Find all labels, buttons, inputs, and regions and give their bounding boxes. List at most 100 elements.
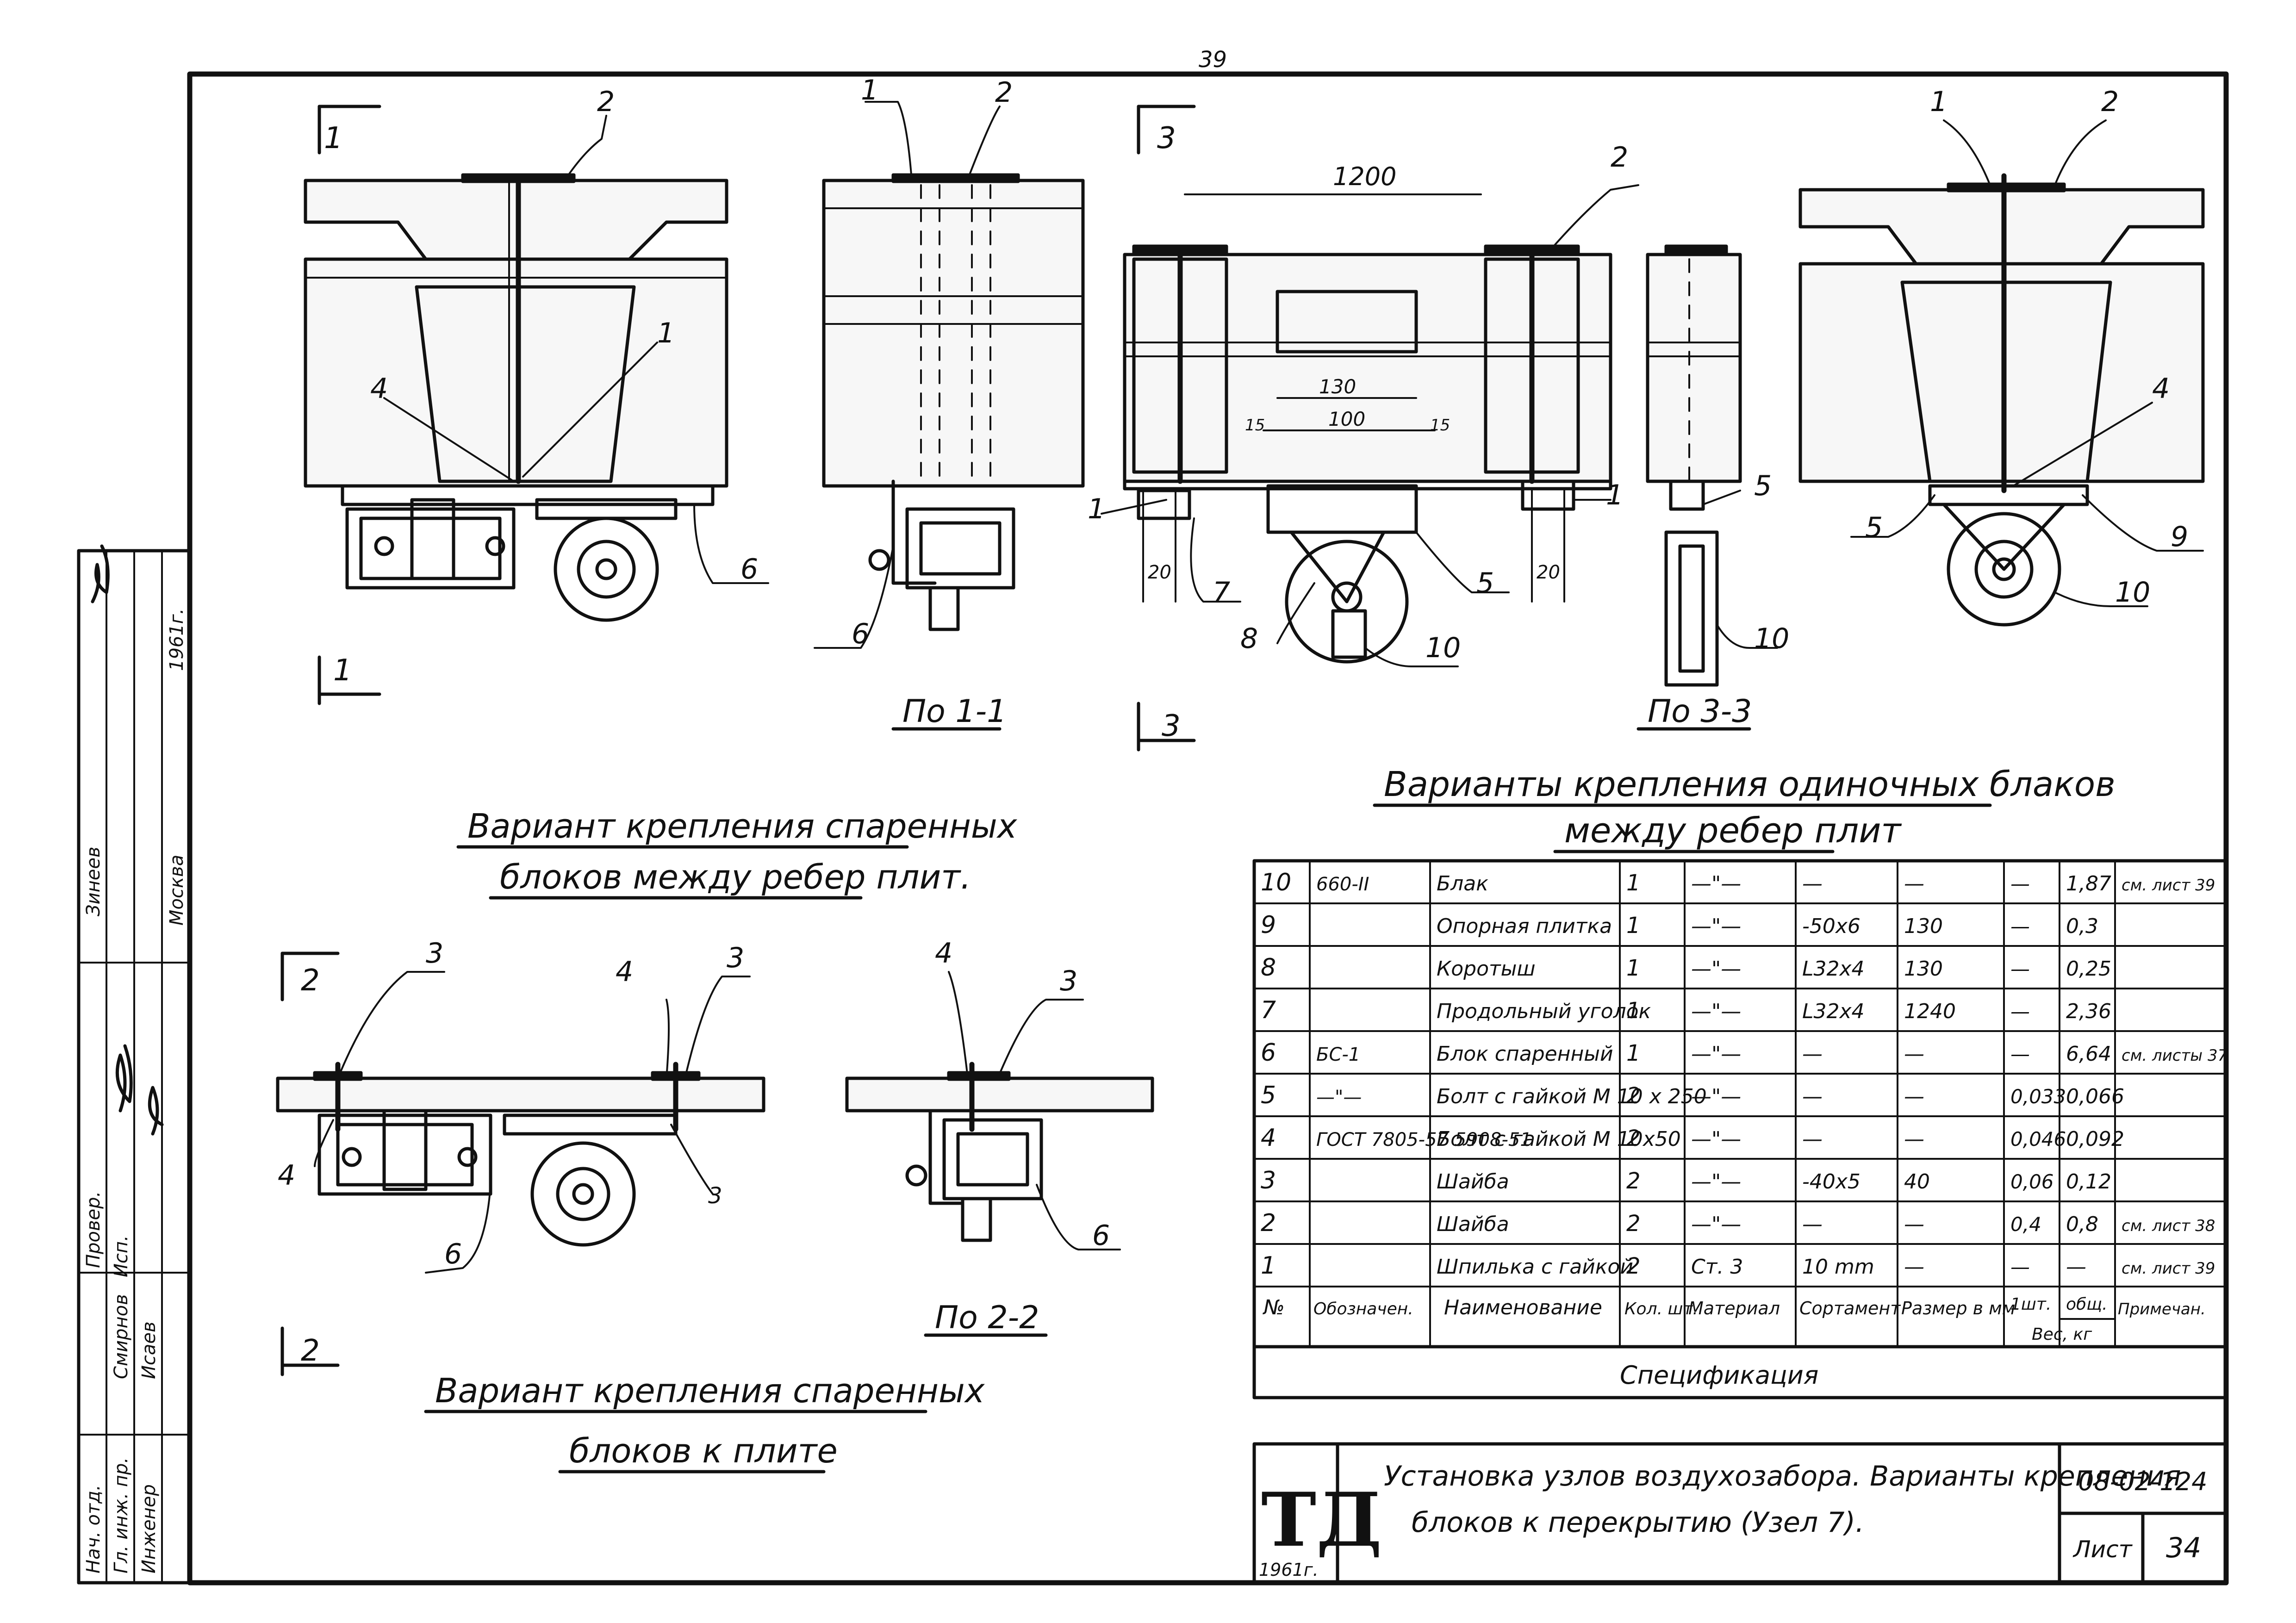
dimension-label: 20 bbox=[1148, 562, 1171, 583]
table-cell-size: — bbox=[1904, 872, 1924, 895]
view-section-1-1: 1 2 6 По 1-1 bbox=[814, 74, 1085, 731]
table-cell-wt: 1,87 bbox=[2066, 872, 2111, 895]
table-cell-material: —"— bbox=[1691, 1000, 1741, 1023]
table-cell-qty: 1 bbox=[1626, 1040, 1641, 1066]
table-cell-name: Шпилька с гайкой bbox=[1437, 1255, 1633, 1279]
table-cell-material: —"— bbox=[1691, 1170, 1741, 1194]
stamp-role: Инженер bbox=[138, 1484, 160, 1573]
table-cell-wt: 0,3 bbox=[2066, 914, 2098, 938]
callout-number: 1 bbox=[1088, 493, 1105, 525]
table-cell-wt: 2,36 bbox=[2066, 1000, 2111, 1023]
table-cell-note: см. листы 37 bbox=[2122, 1046, 2228, 1065]
sheet-number: 34 bbox=[2166, 1532, 2201, 1564]
table-frame bbox=[1252, 859, 2228, 1399]
view-single-blocks-between-ribs: 3 3 1200 130 100 15 15 20 bbox=[1088, 105, 1639, 752]
table-cell-size: 1240 bbox=[1904, 1000, 1956, 1023]
table-header-size: Размер в мм bbox=[1901, 1298, 2015, 1318]
section-mark: 3 bbox=[1157, 121, 1176, 155]
table-cell-profile: — bbox=[1802, 1085, 1823, 1108]
stamp-role: Гл. инж. пр. bbox=[111, 1457, 132, 1573]
callout-number: 1 bbox=[861, 74, 878, 106]
callout-number: 10 bbox=[1425, 632, 1461, 664]
table-header-weight-group: Вес, кг bbox=[2032, 1325, 2092, 1344]
table-cell-wt: 0,25 bbox=[2066, 957, 2111, 981]
stamp-role: Нач. отд. bbox=[83, 1485, 104, 1573]
table-cell-material: Ст. 3 bbox=[1691, 1255, 1743, 1279]
view-section-2-2: 4 3 6 По 2-2 bbox=[845, 937, 1154, 1337]
heading-paired-between-ribs-line1: Вариант крепления спаренных bbox=[467, 807, 1018, 846]
signature bbox=[148, 1086, 164, 1136]
page-number: 39 bbox=[1199, 47, 1227, 73]
table-cell-pos: 8 bbox=[1261, 954, 1276, 982]
title-year: 1961г. bbox=[1259, 1560, 1319, 1580]
table-cell-name: Продольный уголок bbox=[1437, 1000, 1651, 1023]
table-cell-designation: БС-1 bbox=[1316, 1044, 1360, 1065]
callout-number: 10 bbox=[2115, 576, 2150, 609]
table-cell-w1: 0,046 bbox=[2010, 1128, 2066, 1150]
stamp-role: Провер. bbox=[83, 1191, 104, 1268]
table-cell-profile: -40x5 bbox=[1802, 1170, 1860, 1194]
table-cell-pos: 4 bbox=[1261, 1124, 1276, 1152]
table-cell-name: Блак bbox=[1437, 872, 1488, 895]
callout-number: 3 bbox=[727, 942, 744, 974]
dimension-label: 15 bbox=[1245, 416, 1265, 435]
table-cell-material: —"— bbox=[1691, 1127, 1741, 1151]
view-paired-blocks-between-ribs: 1 1 2 1 4 6 bbox=[304, 86, 769, 705]
table-cell-size: 130 bbox=[1904, 957, 1943, 981]
table-cell-material: —"— bbox=[1691, 1213, 1741, 1236]
callout-number: 4 bbox=[370, 373, 388, 405]
table-cell-profile: — bbox=[1802, 1213, 1823, 1236]
table-cell-name: Шайба bbox=[1437, 1170, 1509, 1194]
heading-paired-between-ribs-line2: блоков между ребер плит. bbox=[500, 858, 971, 896]
table-cell-profile: L32x4 bbox=[1802, 1000, 1865, 1023]
table-cell-name: Блок спаренный bbox=[1437, 1042, 1613, 1066]
view-paired-blocks-to-slab: 2 2 3 4 4 3 3 6 bbox=[276, 937, 765, 1376]
view-caption: По 1-1 bbox=[902, 693, 1007, 730]
callout-number: 3 bbox=[1060, 965, 1077, 997]
dimension-label: 1200 bbox=[1333, 162, 1396, 191]
table-cell-w1: — bbox=[2010, 1000, 2030, 1023]
table-cell-material: —"— bbox=[1691, 872, 1741, 895]
table-cell-qty: 2 bbox=[1626, 1211, 1641, 1237]
view-caption: По 2-2 bbox=[935, 1300, 1039, 1336]
table-cell-profile: L32x4 bbox=[1802, 957, 1865, 981]
table-cell-qty: 1 bbox=[1626, 998, 1641, 1024]
table-cell-size: — bbox=[1904, 1255, 1924, 1279]
table-cell-pos: 9 bbox=[1261, 911, 1276, 939]
stamp-year: 1961г. bbox=[166, 608, 187, 671]
stamp-name: Смирнов bbox=[111, 1294, 132, 1379]
table-header-weight-total: общ. bbox=[2066, 1295, 2108, 1314]
dimension-label: 20 bbox=[1537, 562, 1560, 583]
callout-number: 2 bbox=[1611, 141, 1628, 174]
callout-number: 2 bbox=[597, 86, 615, 118]
view-single-block-side: 1 2 4 5 9 10 bbox=[1798, 86, 2205, 627]
table-cell-name: Шайба bbox=[1437, 1213, 1509, 1236]
section-mark: 2 bbox=[301, 964, 320, 998]
callout-number: 6 bbox=[444, 1238, 462, 1270]
table-cell-w1: — bbox=[2010, 915, 2030, 938]
table-cell-qty: 1 bbox=[1626, 913, 1641, 939]
table-cell-profile: 10 mm bbox=[1802, 1255, 1874, 1279]
callout-number: 2 bbox=[995, 76, 1013, 109]
table-cell-wt: 0,092 bbox=[2066, 1127, 2124, 1151]
section-mark: 3 bbox=[1162, 709, 1181, 743]
table-header-profile: Сортамент bbox=[1799, 1298, 1901, 1318]
table-cell-name: Болт с гайкой М 10 х 250 bbox=[1437, 1085, 1707, 1108]
dimension-label: 100 bbox=[1328, 408, 1365, 430]
table-cell-w1: 0,06 bbox=[2010, 1170, 2054, 1193]
table-cell-material: —"— bbox=[1691, 957, 1741, 981]
table-cell-size: — bbox=[1904, 1127, 1924, 1151]
table-cell-w1: — bbox=[2010, 1256, 2030, 1278]
title-line-1: Установка узлов воздухозабора. Варианты … bbox=[1384, 1460, 2181, 1492]
stamp-city: Москва bbox=[166, 855, 187, 926]
callout-number: 4 bbox=[616, 956, 633, 988]
table-cell-designation: 660-II bbox=[1316, 874, 1369, 895]
table-cell-profile: — bbox=[1802, 1127, 1823, 1151]
table-cell-size: 130 bbox=[1904, 914, 1943, 938]
table-cell-w1: — bbox=[2010, 1043, 2030, 1065]
table-cell-note: см. лист 39 bbox=[2122, 1259, 2215, 1278]
callout-number: 2 bbox=[2101, 86, 2119, 118]
table-cell-pos: 6 bbox=[1261, 1039, 1276, 1067]
